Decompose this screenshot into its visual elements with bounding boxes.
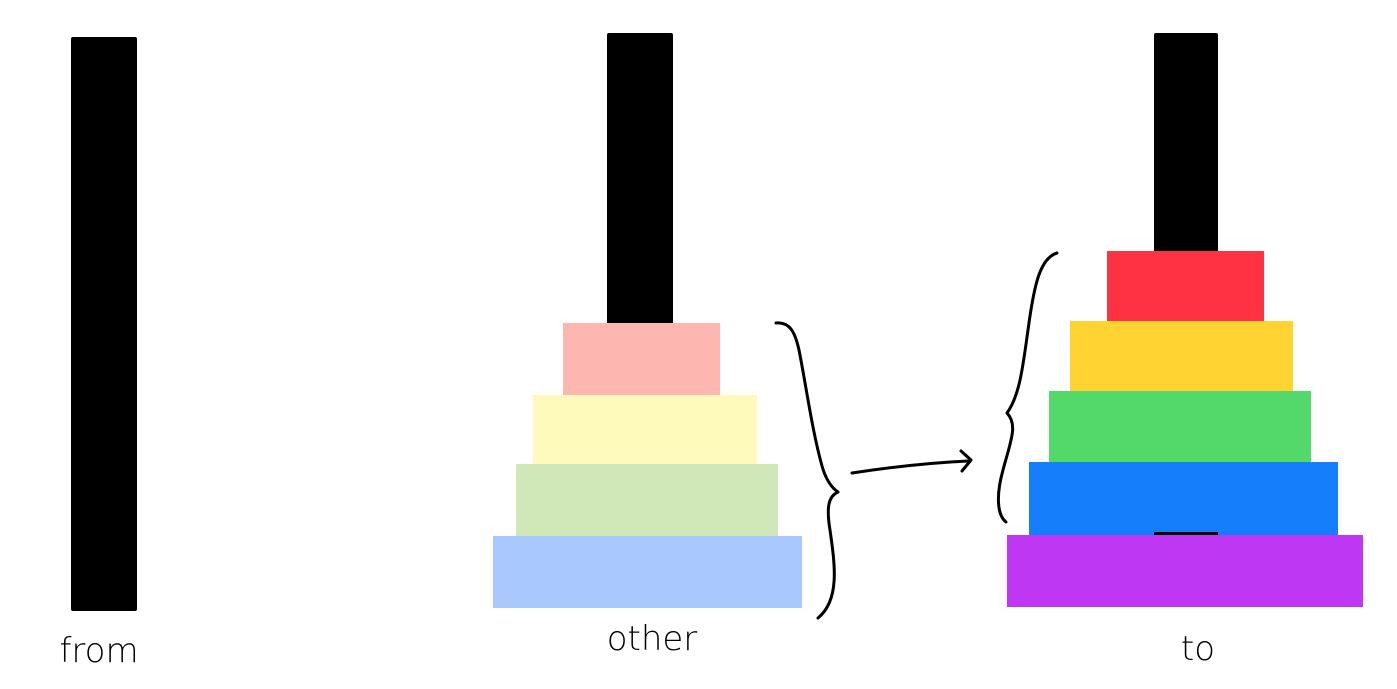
peg-from [71, 37, 137, 611]
move-arrow-head [959, 449, 973, 473]
other-disk-3 [516, 464, 778, 537]
other-disk-2 [533, 395, 757, 466]
move-arrow [850, 459, 970, 475]
label-from: from [59, 631, 138, 671]
to-disk-1 [1107, 251, 1264, 324]
other-disk-4 [493, 536, 802, 608]
peg-from-group [71, 37, 137, 611]
to-disk-4 [1029, 462, 1338, 535]
label-other: other [607, 619, 698, 659]
other-disk-1 [563, 323, 720, 395]
brace-other [774, 321, 840, 620]
to-disk-2 [1070, 321, 1293, 393]
label-to: to [1181, 629, 1215, 669]
brace-to [997, 251, 1059, 524]
peg-to-group [1007, 33, 1363, 607]
peg-to [1154, 33, 1218, 255]
peg-other [607, 33, 673, 325]
peg-to-gap [1154, 532, 1218, 535]
to-disk-5 [1007, 535, 1363, 607]
peg-other-group [493, 33, 802, 608]
to-disk-3 [1049, 391, 1311, 463]
